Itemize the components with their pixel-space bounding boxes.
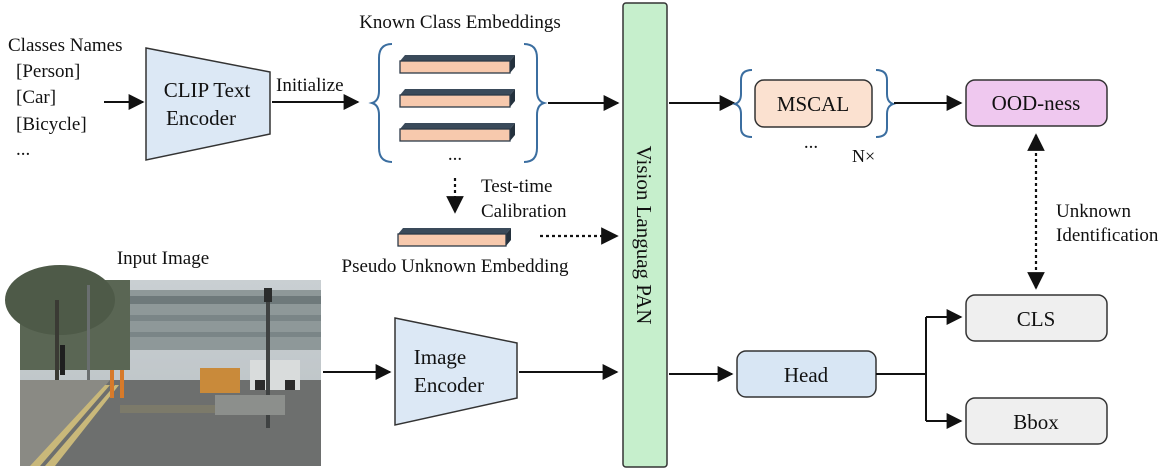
class-item-person: [Person] [16, 61, 80, 82]
initialize-label: Initialize [276, 75, 344, 96]
cls-box [965, 294, 1108, 342]
pseudo-embedding-label: Pseudo Unknown Embedding [342, 256, 569, 277]
calibration-line1: Test-time [481, 176, 552, 197]
known-embeddings-title: Known Class Embeddings [359, 12, 561, 33]
cls-label: CLS [1017, 307, 1056, 331]
clip-text-encoder-line2: Encoder [166, 106, 236, 130]
head-label: Head [784, 363, 829, 387]
embeddings-left-brace [368, 43, 393, 163]
bbox-label: Bbox [1013, 410, 1059, 434]
unknown-identification-line2: Identification [1056, 225, 1159, 246]
embedding-bar-1 [399, 55, 515, 74]
embeddings-ellipsis: ... [448, 144, 462, 165]
mscal-box [754, 79, 873, 128]
clip-text-encoder-shape [145, 47, 271, 161]
bbox-box [965, 397, 1108, 445]
calibration-line2: Calibration [481, 201, 567, 222]
pan-label: Vision Languag PAN [632, 146, 656, 325]
clip-text-encoder-line1: CLIP Text [164, 78, 251, 102]
input-image-label: Input Image [117, 248, 209, 269]
image-encoder-line1: Image [414, 345, 466, 369]
class-names-title: Classes Names [8, 35, 123, 56]
pseudo-embedding-bar [397, 228, 511, 247]
embedding-bar-2 [399, 89, 515, 108]
mscal-left-brace [731, 69, 753, 138]
ood-ness-box [965, 79, 1108, 127]
vision-language-pan [622, 2, 668, 468]
image-encoder-shape [394, 317, 518, 426]
class-item-car: [Car] [16, 87, 56, 108]
unknown-identification-line1: Unknown [1056, 201, 1131, 222]
class-item-bicycle: [Bicycle] [16, 114, 87, 135]
class-item-ellipsis: ... [16, 139, 30, 160]
mscal-label: MSCAL [777, 92, 849, 116]
mscal-repeat: N× [852, 146, 875, 166]
class-names-block: Classes Names [Person] [Car] [Bicycle] .… [8, 35, 123, 160]
embeddings-right-brace [523, 43, 548, 163]
embedding-bar-3 [399, 123, 515, 142]
input-image [5, 265, 321, 466]
mscal-ellipsis: ... [804, 132, 818, 153]
image-encoder-line2: Encoder [414, 373, 484, 397]
ood-ness-label: OOD-ness [992, 91, 1081, 115]
mscal-right-brace [875, 69, 897, 138]
